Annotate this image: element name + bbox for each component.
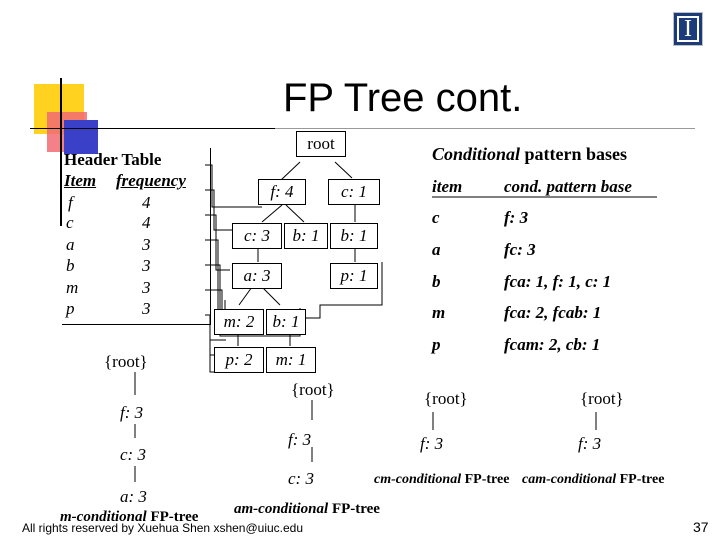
header-freq: 3 bbox=[142, 235, 151, 254]
header-item: f bbox=[68, 193, 73, 212]
header-item: b bbox=[66, 256, 75, 275]
cond-row-item: b bbox=[432, 272, 441, 291]
cm-tree-label-rest: FP-tree bbox=[461, 472, 510, 487]
university-logo: I bbox=[673, 12, 703, 46]
cam-tree-label-italic: cam-conditional bbox=[522, 472, 617, 487]
header-freq: 4 bbox=[142, 193, 151, 212]
tree-root-node: root bbox=[296, 131, 346, 157]
am-tree-root: {root} bbox=[291, 380, 335, 399]
m-tree-label: m-conditional FP-tree bbox=[60, 509, 198, 526]
tree-node-a3: a: 3 bbox=[232, 263, 282, 289]
header-col-frequency: frequency bbox=[116, 171, 186, 190]
logo-glyph: I bbox=[677, 16, 699, 42]
am-tree-node-f: f: 3 bbox=[288, 430, 312, 449]
header-freq: 3 bbox=[142, 278, 151, 297]
am-tree-label-italic: am-conditional bbox=[234, 501, 329, 517]
tree-node-f4: f: 4 bbox=[258, 179, 306, 205]
m-tree-label-italic: m-conditional bbox=[60, 509, 147, 525]
cond-row-base: fca: 1, f: 1, c: 1 bbox=[504, 272, 612, 291]
cond-col-item: item bbox=[432, 177, 463, 196]
am-tree-label-rest: FP-tree bbox=[328, 501, 380, 517]
tree-node-b1: b: 1 bbox=[284, 223, 328, 249]
tree-node-m1: m: 1 bbox=[266, 347, 316, 373]
header-item: c bbox=[66, 213, 74, 232]
cond-row-base: fca: 2, fcab: 1 bbox=[504, 303, 602, 322]
header-freq: 3 bbox=[142, 256, 151, 275]
m-tree-label-rest: FP-tree bbox=[146, 509, 199, 525]
cm-tree-label: cm-conditional FP-tree bbox=[374, 472, 509, 488]
header-table-title: Header Table bbox=[64, 150, 162, 169]
am-tree-node-c: c: 3 bbox=[288, 469, 314, 488]
cm-tree-label-italic: cm-conditional bbox=[374, 472, 462, 487]
header-table-frame bbox=[62, 148, 211, 325]
m-tree-node-f: f: 3 bbox=[120, 403, 144, 422]
cond-row-base: f: 3 bbox=[504, 208, 529, 227]
cond-bases-title-rest: pattern bases bbox=[520, 144, 628, 164]
cam-tree-label-rest: FP-tree bbox=[616, 472, 665, 487]
header-item: p bbox=[66, 299, 75, 318]
footer-text: All rights reserved by Xuehua Shen xshen… bbox=[22, 521, 304, 535]
header-freq: 3 bbox=[142, 299, 151, 318]
tree-node-p2: p: 2 bbox=[214, 347, 264, 373]
cm-tree-root: {root} bbox=[424, 389, 468, 408]
cm-tree-node-f: f: 3 bbox=[420, 434, 444, 453]
cond-row-item: c bbox=[432, 208, 440, 227]
tree-node-b1: b: 1 bbox=[266, 309, 306, 335]
am-tree-label: am-conditional FP-tree bbox=[234, 501, 380, 518]
decor-vline bbox=[60, 78, 62, 226]
cond-row-base: fc: 3 bbox=[504, 240, 536, 259]
tree-node-c1: c: 1 bbox=[328, 179, 380, 205]
tree-node-m2: m: 2 bbox=[214, 309, 264, 335]
decor-blue-square bbox=[64, 120, 98, 154]
header-col-item: Item bbox=[64, 171, 97, 190]
cam-tree-label: cam-conditional FP-tree bbox=[522, 472, 664, 488]
cond-col-base: cond. pattern base bbox=[504, 177, 632, 196]
tree-node-p1: p: 1 bbox=[330, 263, 378, 289]
tree-node-b1: b: 1 bbox=[330, 223, 378, 249]
decor-title-underline bbox=[275, 128, 695, 129]
cam-tree-root: {root} bbox=[580, 389, 624, 408]
cond-row-item: p bbox=[432, 335, 441, 354]
m-tree-node-a: a: 3 bbox=[120, 487, 147, 506]
decor-hline bbox=[30, 128, 275, 129]
page-number: 37 bbox=[693, 519, 709, 535]
cond-row-base: fcam: 2, cb: 1 bbox=[504, 335, 601, 354]
cond-row-item: m bbox=[432, 303, 446, 322]
cond-row-item: a bbox=[432, 240, 441, 259]
cam-tree-node-f: f: 3 bbox=[578, 434, 602, 453]
tree-node-c3: c: 3 bbox=[232, 223, 282, 249]
header-item: m bbox=[66, 278, 79, 297]
cond-bases-title: Conditional pattern bases bbox=[432, 144, 627, 165]
cond-bases-title-italic: Conditional bbox=[432, 144, 521, 164]
m-tree-root: {root} bbox=[104, 352, 148, 371]
header-freq: 4 bbox=[142, 213, 151, 232]
page-title: FP Tree cont. bbox=[283, 76, 523, 120]
m-tree-node-c: c: 3 bbox=[120, 445, 146, 464]
header-item: a bbox=[66, 235, 75, 254]
